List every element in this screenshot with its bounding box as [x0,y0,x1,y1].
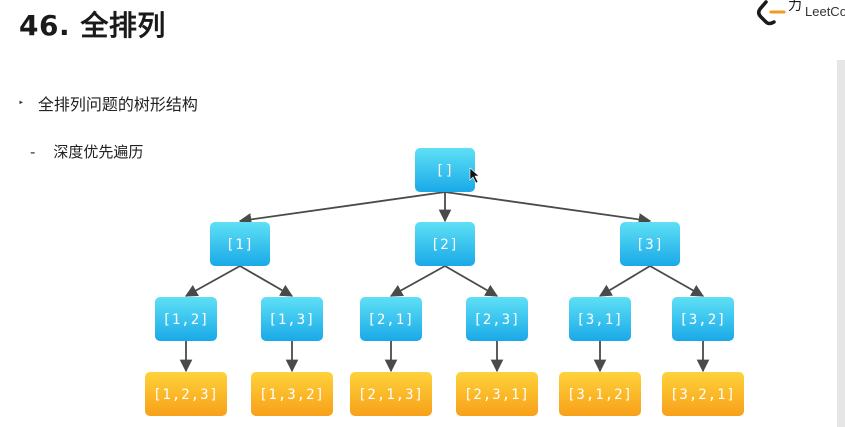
node-box [350,372,432,416]
node-box [466,297,528,341]
node-box [569,297,631,341]
leetcode-logo-icon: 力 [756,0,802,26]
node-label: [3,1] [576,312,623,328]
mouse-cursor-icon [469,167,480,184]
tree-node: [3] [620,222,680,266]
logo-text: LeetCode [805,4,845,19]
tree-edge [239,265,294,297]
node-box [415,148,475,192]
tree-edge [649,265,705,297]
tree-edge [389,265,446,297]
tree-edge [444,265,499,297]
slide-title: 46. 全排列 [19,9,166,42]
tree-node: [3,2] [672,297,734,341]
node-label: [3,2,1] [670,387,736,403]
leaf-node: [1,3,2] [251,372,333,416]
node-box [620,222,680,266]
window-edge [837,60,845,427]
node-label: [2,1] [367,312,414,328]
node-label: [1,3,2] [259,387,325,403]
leaf-node: [3,2,1] [662,372,744,416]
node-box [145,372,227,416]
node-label: [2,3] [473,312,520,328]
leaf-node: [2,3,1] [456,372,538,416]
tree-edge [444,191,652,226]
tree-node: [3,1] [569,297,631,341]
node-box [672,297,734,341]
node-box [251,372,333,416]
leaf-node: [3,1,2] [559,372,641,416]
tree-nodes: [] [1] [2] [3] [1,2] [1,3] [2,1] [2,3] [3,1] [3,2… [145,148,744,416]
leetcode-logo: 力 LeetCode [756,0,845,26]
node-label: [1,2] [162,312,209,328]
tree-node: [1] [210,222,270,266]
node-label: [2,3,1] [464,387,530,403]
node-label: [2] [431,237,459,253]
leaf-node: [2,1,3] [350,372,432,416]
node-box [559,372,641,416]
bullet-2-text: 深度优先遍历 [53,143,144,161]
node-box [360,297,422,341]
node-label: [1] [226,237,254,253]
tree-node: [1,3] [261,297,323,341]
tree-node: [] [415,148,475,192]
node-label: [3,2] [679,312,726,328]
tree-edge [184,265,241,297]
node-label: [3,1,2] [567,387,633,403]
bullet-1-text: 全排列问题的树形结构 [37,95,198,114]
node-box [415,222,475,266]
tree-node: [2] [415,222,475,266]
tree-node: [2,3] [466,297,528,341]
tree-node: [1,2] [155,297,217,341]
node-box [210,222,270,266]
leaf-node: [1,2,3] [145,372,227,416]
tree-node: [2,1] [360,297,422,341]
bullet-2-marker: - [30,142,36,161]
node-label: [2,1,3] [358,387,424,403]
node-box [155,297,217,341]
tree-edges [179,191,710,373]
tree-edge [598,265,651,297]
node-box [662,372,744,416]
bullet-2: - 深度优先遍历 [30,141,143,162]
logo-glyph: 力 [788,0,802,14]
bullet-1-marker: ‣ [18,97,24,109]
bullet-1: ‣ 全排列问题的树形结构 [18,91,198,115]
node-box [456,372,538,416]
node-label: [3] [636,237,664,253]
tree-edge [238,191,446,226]
node-box [261,297,323,341]
node-label: [] [436,163,455,179]
node-label: [1,3] [268,312,315,328]
node-label: [1,2,3] [153,387,219,403]
